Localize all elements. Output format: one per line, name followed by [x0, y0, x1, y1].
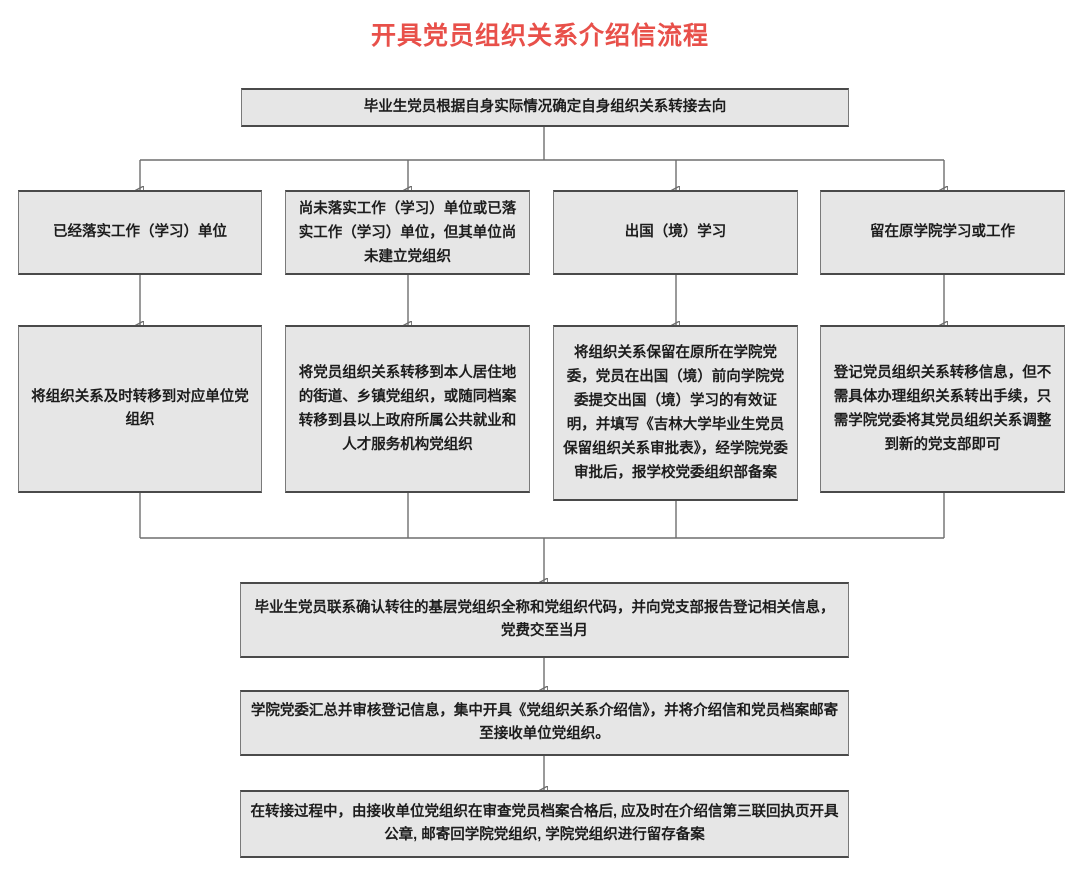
node-branch-stay-college[interactable]: 留在原学院学习或工作: [820, 190, 1065, 275]
node-step-receipt-archive[interactable]: 在转接过程中，由接收单位党组织在审查党员档案合格后, 应及时在介绍信第三联回执页…: [240, 790, 849, 858]
node-step-issue-letter[interactable]: 学院党委汇总并审核登记信息，集中开具《党组织关系介绍信》，并将介绍信和党员档案邮…: [240, 690, 849, 756]
node-action-register-only[interactable]: 登记党员组织关系转移信息，但不需具体办理组织关系转出手续，只需学院党委将其党员组…: [820, 325, 1065, 493]
node-action-transfer-to-local[interactable]: 将党员组织关系转移到本人居住地的街道、乡镇党组织，或随同档案转移到县以上政府所属…: [285, 325, 530, 493]
node-action-transfer-to-unit[interactable]: 将组织关系及时转移到对应单位党组织: [18, 325, 262, 493]
node-branch-no-party-org[interactable]: 尚未落实工作（学习）单位或已落实工作（学习）单位，但其单位尚未建立党组织: [285, 190, 530, 275]
node-start[interactable]: 毕业生党员根据自身实际情况确定自身组织关系转接去向: [241, 88, 849, 127]
node-action-retain-at-college[interactable]: 将组织关系保留在原所在学院党委，党员在出国（境）前向学院党委提交出国（境）学习的…: [553, 325, 798, 501]
node-branch-employed[interactable]: 已经落实工作（学习）单位: [18, 190, 262, 275]
node-step-confirm[interactable]: 毕业生党员联系确认转往的基层党组织全称和党组织代码，并向党支部报告登记相关信息，…: [240, 582, 849, 658]
node-branch-abroad[interactable]: 出国（境）学习: [553, 190, 798, 275]
page-title: 开具党员组织关系介绍信流程: [370, 22, 709, 50]
